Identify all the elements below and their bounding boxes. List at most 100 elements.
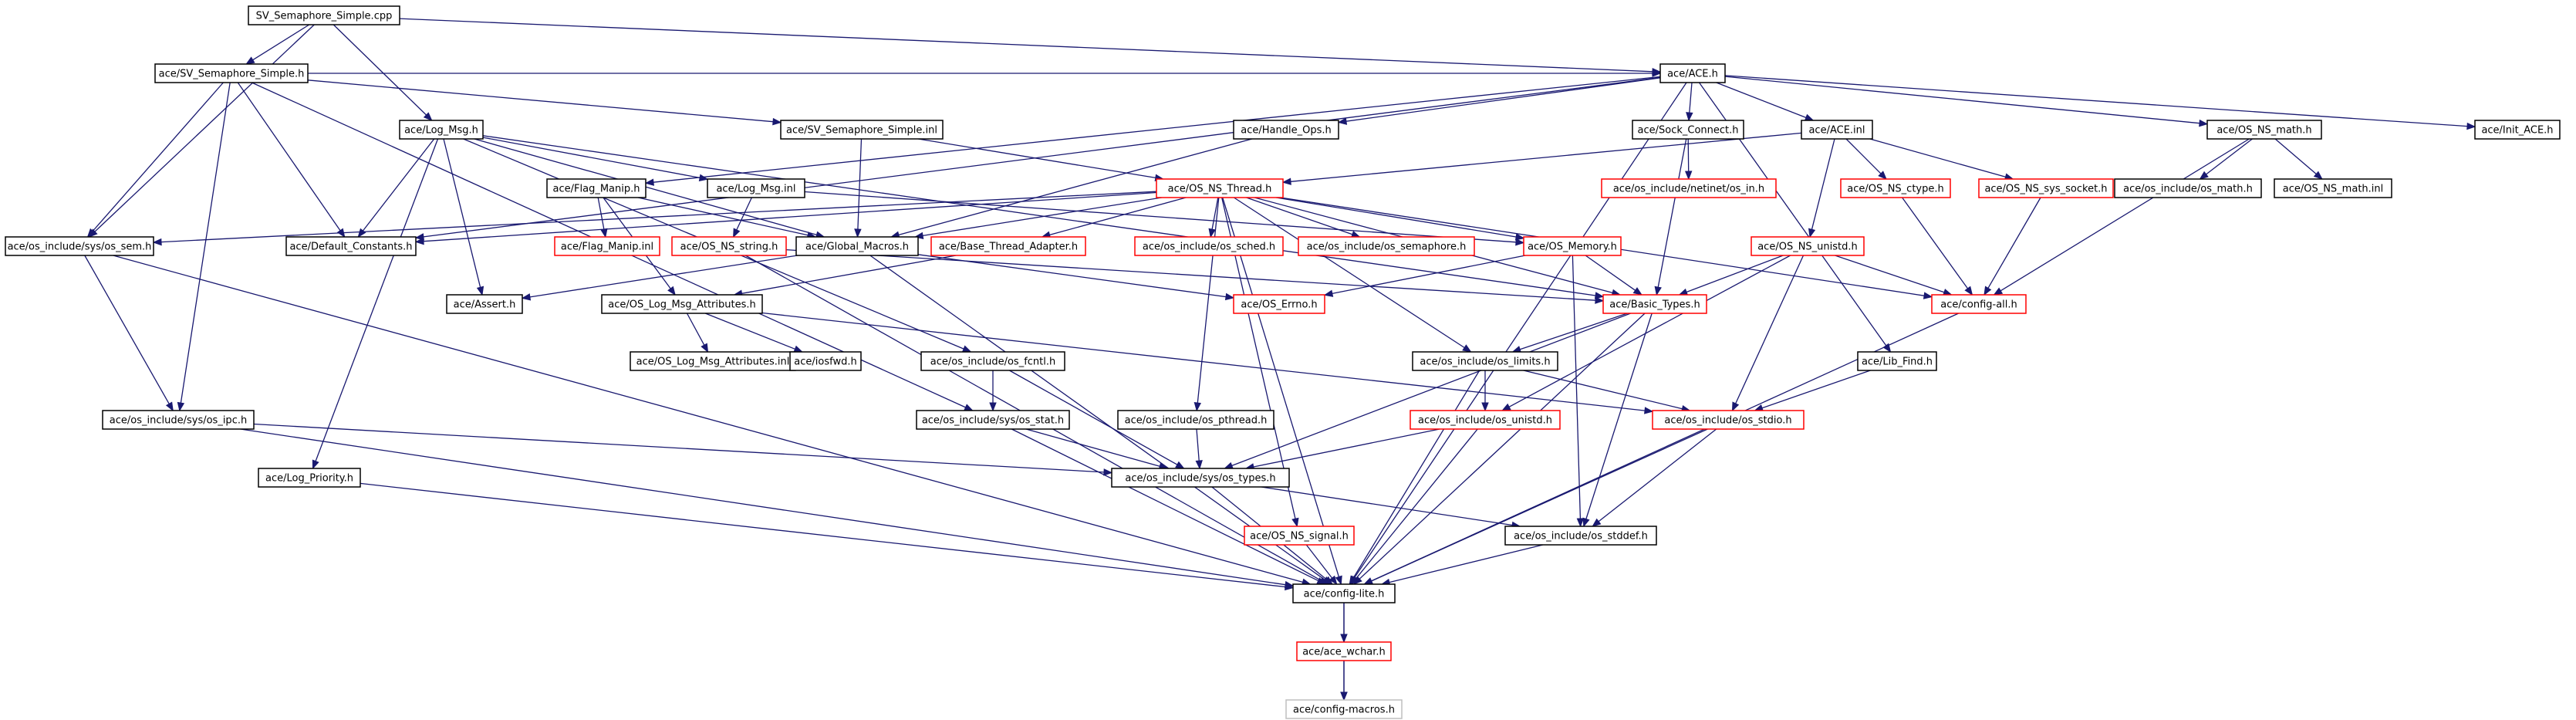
edge-line: [1689, 82, 1693, 113]
edge-line: [307, 79, 774, 123]
node-init-ace[interactable]: ace/Init_ACE.h: [2474, 120, 2561, 140]
node-os-ns-signal[interactable]: ace/OS_NS_signal.h: [1244, 526, 1355, 546]
node-os-unistd[interactable]: ace/os_include/os_unistd.h: [1410, 410, 1561, 430]
edge-root-to-os_sem: [88, 24, 315, 238]
edge-os_ns_thread-to-os_pthread: [1193, 197, 1220, 412]
edge-arrowhead: [1808, 228, 1816, 238]
node-flag-manip-inl[interactable]: ace/Flag_Manip.inl: [554, 236, 660, 256]
node-box: [1751, 236, 1865, 256]
node-os-log-msg-attr[interactable]: ace/OS_Log_Msg_Attributes.h: [601, 294, 763, 314]
node-os-ns-ctype[interactable]: ace/OS_NS_ctype.h: [1840, 178, 1951, 198]
edge-arrowhead: [1882, 343, 1892, 353]
node-global-macros[interactable]: ace/Global_Macros.h: [795, 236, 919, 256]
node-svss-inl[interactable]: ace/SV_Semaphore_Simple.inl: [780, 120, 944, 140]
edge-ace_h-to-lib_find: [1698, 82, 1892, 353]
node-os-ns-math[interactable]: ace/OS_NS_math.h: [2206, 120, 2322, 140]
edge-arrowhead: [1208, 228, 1216, 238]
edge-line: [1811, 138, 1835, 230]
node-ace-wchar[interactable]: ace/ace_wchar.h: [1296, 641, 1392, 661]
node-label: ace/os_include/os_math.h: [2123, 184, 2253, 195]
node-default-constants[interactable]: ace/Default_Constants.h: [285, 236, 417, 256]
node-os-ns-sys-socket[interactable]: ace/OS_NS_sys_socket.h: [1978, 178, 2114, 198]
edge-arrowhead: [793, 345, 804, 353]
edge-ace_inl-to-os_ns_unistd: [1808, 138, 1835, 238]
node-os-types[interactable]: ace/os_include/sys/os_types.h: [1111, 468, 1290, 488]
node-config-lite[interactable]: ace/config-lite.h: [1292, 583, 1396, 603]
edge-svss_h-to-os_ipc: [177, 82, 231, 412]
node-config-all[interactable]: ace/config-all.h: [1931, 294, 2027, 314]
node-os-stdio[interactable]: ace/os_include/os_stdio.h: [1652, 410, 1805, 430]
edge-arrowhead: [1501, 403, 1511, 411]
node-netinet-in[interactable]: ace/os_include/netinet/os_in.h: [1601, 178, 1777, 198]
node-box: [2474, 120, 2561, 140]
node-assert-h[interactable]: ace/Assert.h: [446, 294, 523, 314]
node-svss-h[interactable]: ace/SV_Semaphore_Simple.h: [154, 63, 309, 83]
node-os-semaphore[interactable]: ace/os_include/os_semaphore.h: [1298, 236, 1475, 256]
node-box: [1801, 120, 1873, 140]
node-os-pthread[interactable]: ace/os_include/os_pthread.h: [1117, 410, 1274, 430]
node-label: ace/OS_Log_Msg_Attributes.h: [608, 299, 755, 311]
node-lib-find[interactable]: ace/Lib_Find.h: [1857, 351, 1937, 371]
node-box: [920, 351, 1065, 371]
node-box: [546, 178, 647, 198]
node-os-fcntl[interactable]: ace/os_include/os_fcntl.h: [920, 351, 1065, 371]
node-os-memory[interactable]: ace/OS_Memory.h: [1523, 236, 1622, 256]
edge-os_memory-to-basic_types: [1585, 255, 1643, 296]
node-basic-types[interactable]: ace/Basic_Types.h: [1602, 294, 1707, 314]
node-box: [5, 236, 154, 256]
node-sock-connect[interactable]: ace/Sock_Connect.h: [1632, 120, 1744, 140]
edge-arrowhead: [1592, 518, 1602, 527]
node-os-sched[interactable]: ace/os_include/os_sched.h: [1134, 236, 1284, 256]
node-os-limits[interactable]: ace/os_include/os_limits.h: [1412, 351, 1558, 371]
node-label: ace/os_include/os_fcntl.h: [930, 357, 1055, 368]
edge-arrowhead: [1337, 117, 1348, 125]
node-os-ns-string[interactable]: ace/OS_NS_string.h: [671, 236, 787, 256]
node-box: [2274, 178, 2392, 198]
edge-os_memory-to-os_stddef: [1572, 255, 1585, 528]
node-os-stddef[interactable]: ace/os_include/os_stddef.h: [1504, 526, 1657, 546]
node-box: [930, 236, 1086, 256]
edge-basic_types-to-os_types: [1224, 313, 1631, 469]
edge-line: [1356, 428, 1478, 579]
edge-line: [1902, 197, 1969, 289]
node-handle-ops[interactable]: ace/Handle_Ops.h: [1233, 120, 1339, 140]
node-log-msg-h[interactable]: ace/Log_Msg.h: [399, 120, 484, 140]
node-os-log-msg-attr-inl[interactable]: ace/OS_Log_Msg_Attributes.inl: [630, 351, 796, 371]
edge-arrowhead: [964, 404, 974, 411]
node-flag-manip-h[interactable]: ace/Flag_Manip.h: [546, 178, 647, 198]
node-os-ns-thread[interactable]: ace/OS_NS_Thread.h: [1156, 178, 1284, 198]
node-iosfwd[interactable]: ace/iosfwd.h: [789, 351, 862, 371]
node-os-math[interactable]: ace/os_include/os_math.h: [2114, 178, 2262, 198]
edge-arrowhead: [667, 286, 676, 296]
edge-os_ns_unistd-to-basic_types: [1678, 255, 1784, 296]
node-box: [285, 236, 417, 256]
node-box: [1233, 294, 1325, 314]
node-base-thread-adapter[interactable]: ace/Base_Thread_Adapter.h: [930, 236, 1086, 256]
edge-arrowhead: [1481, 402, 1489, 412]
node-box: [1523, 236, 1622, 256]
edge-arrowhead: [1285, 583, 1295, 591]
edge-sock_connect-to-basic_types: [1654, 138, 1687, 296]
edge-line: [482, 135, 1596, 296]
edge-root-to-svss_h: [245, 24, 310, 65]
node-os-ns-math-inl[interactable]: ace/OS_NS_math.inl: [2274, 178, 2392, 198]
node-os-errno[interactable]: ace/OS_Errno.h: [1233, 294, 1325, 314]
node-label: ace/Assert.h: [454, 299, 516, 311]
edge-arrowhead: [1923, 292, 1933, 299]
node-os-sem[interactable]: ace/os_include/sys/os_sem.h: [5, 236, 154, 256]
edge-os_ns_signal-to-config_lite: [1305, 544, 1338, 586]
edge-svss_h-to-os_sem: [86, 82, 224, 238]
node-os-ipc[interactable]: ace/os_include/sys/os_ipc.h: [102, 410, 255, 430]
node-os-stat[interactable]: ace/os_include/sys/os_stat.h: [916, 410, 1070, 430]
node-box: [1298, 236, 1475, 256]
node-log-priority[interactable]: ace/Log_Priority.h: [258, 468, 361, 488]
node-os-ns-unistd[interactable]: ace/OS_NS_unistd.h: [1751, 236, 1865, 256]
node-ace-inl[interactable]: ace/ACE.inl: [1801, 120, 1873, 140]
edge-arrowhead: [1594, 292, 1605, 299]
node-ace-h[interactable]: ace/ACE.h: [1659, 63, 1726, 83]
edge-arrowhead: [2466, 122, 2476, 130]
node-log-msg-inl[interactable]: ace/Log_Msg.inl: [707, 178, 805, 198]
node-config-macros[interactable]: ace/config-macros.h: [1285, 699, 1403, 719]
node-box: [707, 178, 805, 198]
